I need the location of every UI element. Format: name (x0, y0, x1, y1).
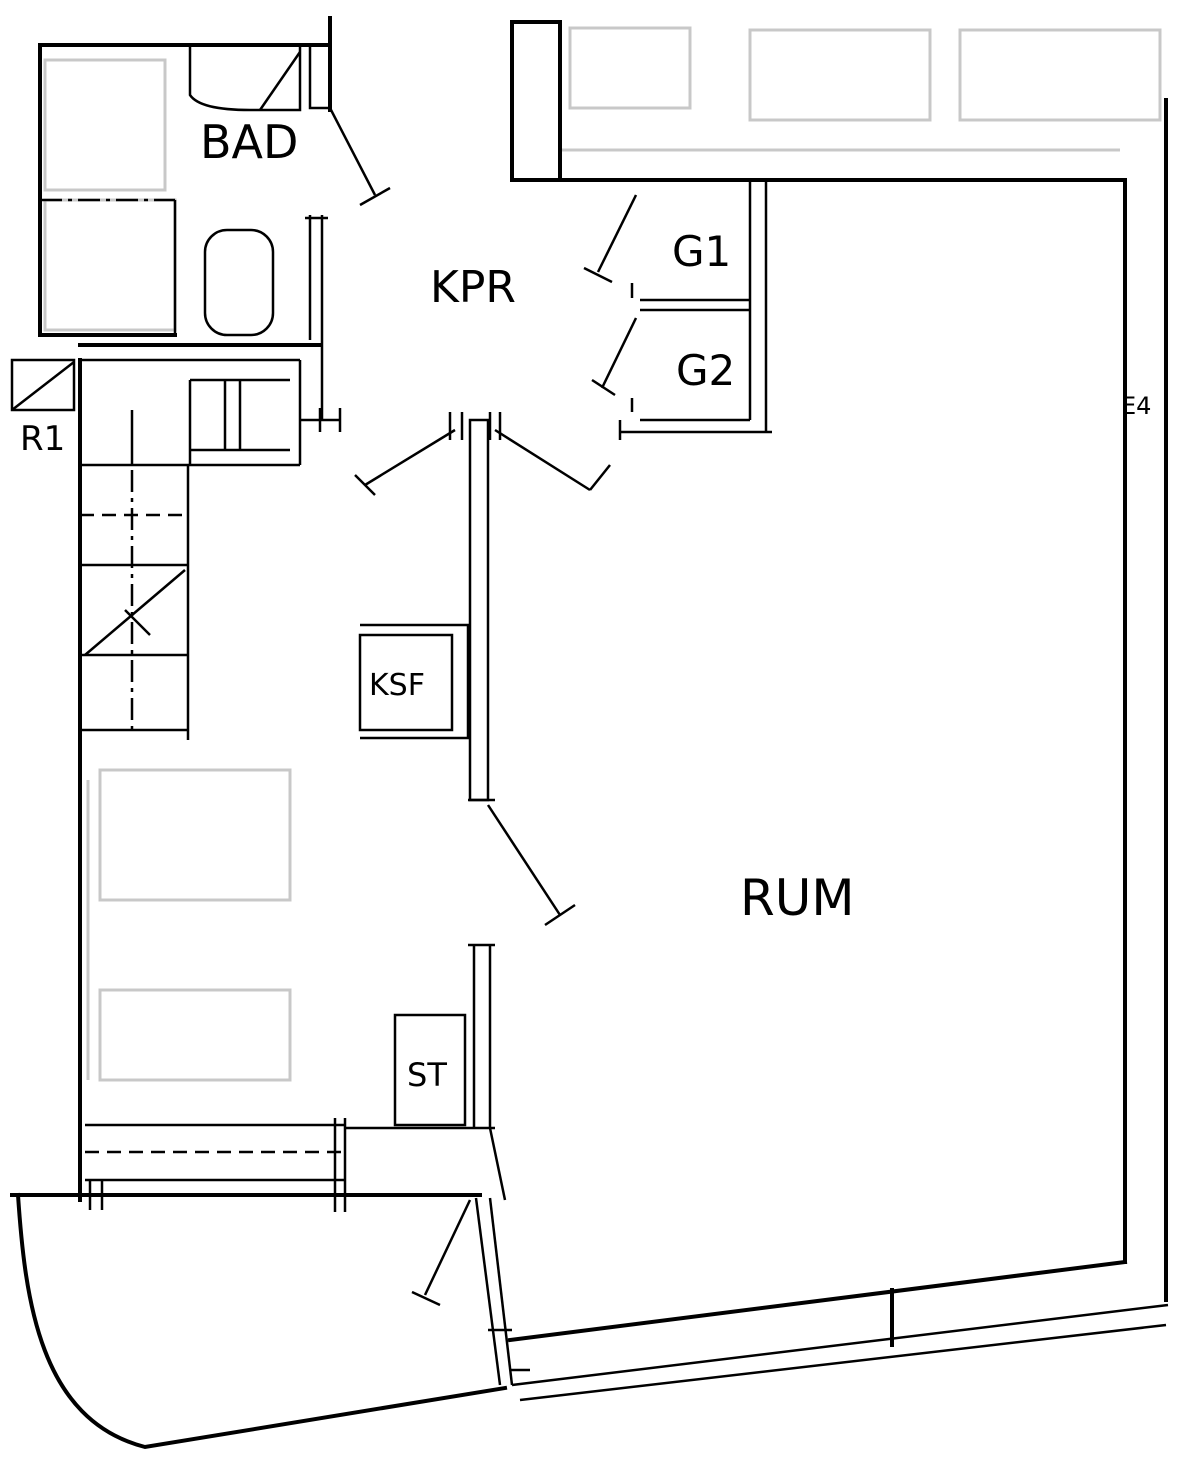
outer-walls (10, 16, 1169, 1450)
label-g1: G1 (672, 227, 731, 276)
label-r1: R1 (20, 419, 65, 459)
st-cabinet (393, 1013, 467, 1127)
label-e4: E4 (1121, 392, 1151, 420)
bathroom-fixtures (40, 45, 330, 420)
faint-background-fixtures (43, 26, 1162, 1082)
label-kpr: KPR (430, 262, 516, 313)
label-g2: G2 (676, 346, 735, 395)
kitchen-counter (10, 343, 342, 740)
hall-doors (354, 428, 611, 496)
label-st: ST (407, 1056, 447, 1094)
label-ksf: KSF (369, 668, 425, 703)
bathroom-door (328, 107, 391, 207)
partition-wall (448, 412, 502, 1128)
balcony-structure (85, 1118, 530, 1386)
wardrobes (583, 180, 772, 440)
label-rum: RUM (740, 869, 854, 927)
rum-door (486, 804, 576, 927)
label-bad: BAD (200, 115, 298, 169)
ksf-cabinet (358, 623, 470, 740)
